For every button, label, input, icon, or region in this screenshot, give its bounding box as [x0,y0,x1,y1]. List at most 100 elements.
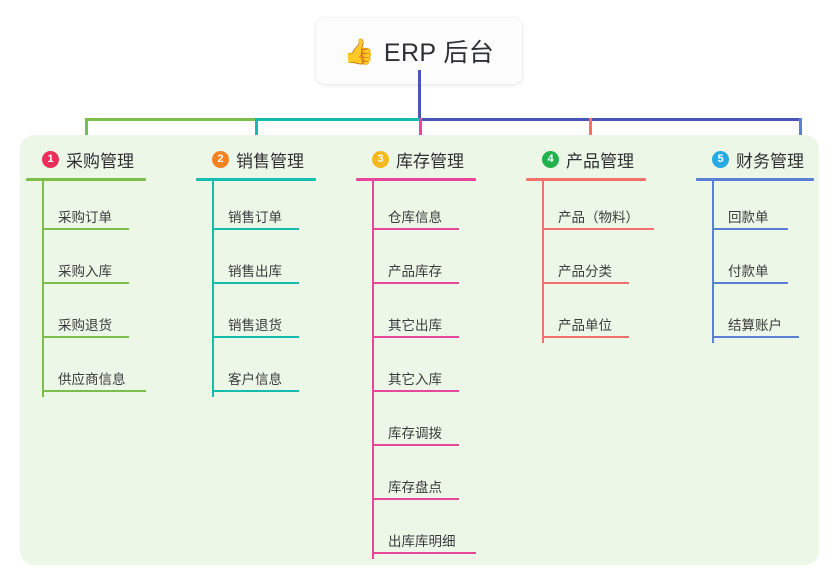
branch-children-5: 回款单付款单结算账户 [696,181,814,343]
branch-item-rule [212,282,299,284]
branch-item[interactable]: 产品分类 [542,235,646,289]
branch-item-label: 其它出库 [388,318,442,333]
branch-item-label: 库存调拨 [388,426,442,441]
branch-title-3: 库存管理 [396,151,464,171]
branches-panel [20,135,819,565]
branch-item-rule [372,390,459,392]
branch-column-4[interactable]: 4 产品管理产品（物料） 产品分类产品单位 [526,147,654,343]
branch-item-rule [372,552,476,554]
branch-item-rule [212,228,299,230]
branch-item-label: 出库库明细 [388,534,456,549]
branch-item-label: 供应商信息 [58,372,126,387]
branch-item-label: 销售出库 [228,264,282,279]
branch-item-label: 采购订单 [58,210,112,225]
branch-underline-1 [26,178,146,181]
branch-children-4: 产品（物料） 产品分类产品单位 [526,181,654,343]
branch-title-4: 产品管理 [566,151,634,171]
branch-item-rule [542,282,629,284]
branch-item[interactable]: 结算账户 [712,289,814,343]
branch-item-rule [712,228,788,230]
branch-header-5[interactable]: 5 财务管理 [696,147,814,171]
branch-underline-3 [356,178,476,181]
branch-item[interactable]: 采购入库 [42,235,146,289]
trunk-segment-green [85,118,257,121]
branch-title-5: 财务管理 [736,151,804,171]
branch-item-rule [542,336,629,338]
branch-item[interactable]: 其它入库 [372,343,476,397]
branch-underline-2 [196,178,316,181]
branch-item-label: 采购入库 [58,264,112,279]
trunk-stub-4 [589,118,592,148]
trunk-stub-2 [255,118,258,148]
branch-title-1: 采购管理 [66,151,134,171]
branch-item[interactable]: 产品单位 [542,289,646,343]
branch-item[interactable]: 仓库信息 [372,181,476,235]
branch-item-label: 结算账户 [728,318,782,333]
branch-column-3[interactable]: 3 库存管理仓库信息产品库存其它出库其它入库库存调拨库存盘点出库库明细 [356,147,476,559]
thumbs-up-icon: 👍 [343,37,375,66]
branch-item-rule [42,336,129,338]
branch-item[interactable]: 销售退货 [212,289,316,343]
branch-item-label: 产品（物料） [558,210,639,225]
branch-item-rule [372,498,459,500]
branch-underline-5 [696,178,814,181]
branch-item-label: 销售订单 [228,210,282,225]
branch-item[interactable]: 付款单 [712,235,814,289]
branch-item[interactable]: 供应商信息 [42,343,146,397]
branch-spine-2 [212,181,214,397]
branch-children-1: 采购订单采购入库采购退货供应商信息 [26,181,146,397]
branch-spine-1 [42,181,44,397]
branch-title-2: 销售管理 [236,151,304,171]
branch-item[interactable]: 回款单 [712,181,814,235]
branch-item-label: 产品单位 [558,318,612,333]
branch-item-label: 客户信息 [228,372,282,387]
branch-badge-4: 4 [542,150,559,168]
branch-spine-5 [712,181,714,343]
branch-item-label: 销售退货 [228,318,282,333]
trunk-segment-indigo [419,118,801,121]
branch-item-rule [372,444,459,446]
branch-item[interactable]: 库存调拨 [372,397,476,451]
branch-item[interactable]: 采购退货 [42,289,146,343]
branch-item-label: 其它入库 [388,372,442,387]
root-node-label: ERP 后台 [383,39,495,67]
branch-item[interactable]: 出库库明细 [372,505,476,559]
branch-item-rule [42,228,129,230]
branch-item[interactable]: 库存盘点 [372,451,476,505]
branch-item[interactable]: 客户信息 [212,343,316,397]
branch-item[interactable]: 销售订单 [212,181,316,235]
branch-badge-3: 3 [372,150,389,168]
branch-item-rule [212,336,299,338]
branch-item-label: 回款单 [728,210,769,225]
branch-item-rule [372,336,459,338]
branch-item[interactable]: 其它出库 [372,289,476,343]
branch-underline-4 [526,178,646,181]
branch-item[interactable]: 产品（物料） [542,181,654,235]
branch-item-rule [42,390,146,392]
branch-item-rule [372,282,459,284]
branch-column-5[interactable]: 5 财务管理回款单付款单结算账户 [696,147,814,343]
branch-item[interactable]: 产品库存 [372,235,476,289]
branch-header-3[interactable]: 3 库存管理 [356,147,476,171]
branch-header-4[interactable]: 4 产品管理 [526,147,646,171]
trunk-stub-3 [419,118,422,148]
branch-item-label: 产品库存 [388,264,442,279]
branch-item-label: 仓库信息 [388,210,442,225]
root-connector-line [418,70,421,118]
branch-item-rule [542,228,654,230]
branch-item-rule [42,282,129,284]
branch-item-rule [712,282,788,284]
branch-badge-5: 5 [712,150,729,168]
branch-children-3: 仓库信息产品库存其它出库其它入库库存调拨库存盘点出库库明细 [356,181,476,559]
branch-item-rule [712,336,799,338]
branch-item[interactable]: 销售出库 [212,235,316,289]
branch-spine-3 [372,181,374,559]
branch-item[interactable]: 采购订单 [42,181,146,235]
branch-item-label: 库存盘点 [388,480,442,495]
branch-item-label: 采购退货 [58,318,112,333]
